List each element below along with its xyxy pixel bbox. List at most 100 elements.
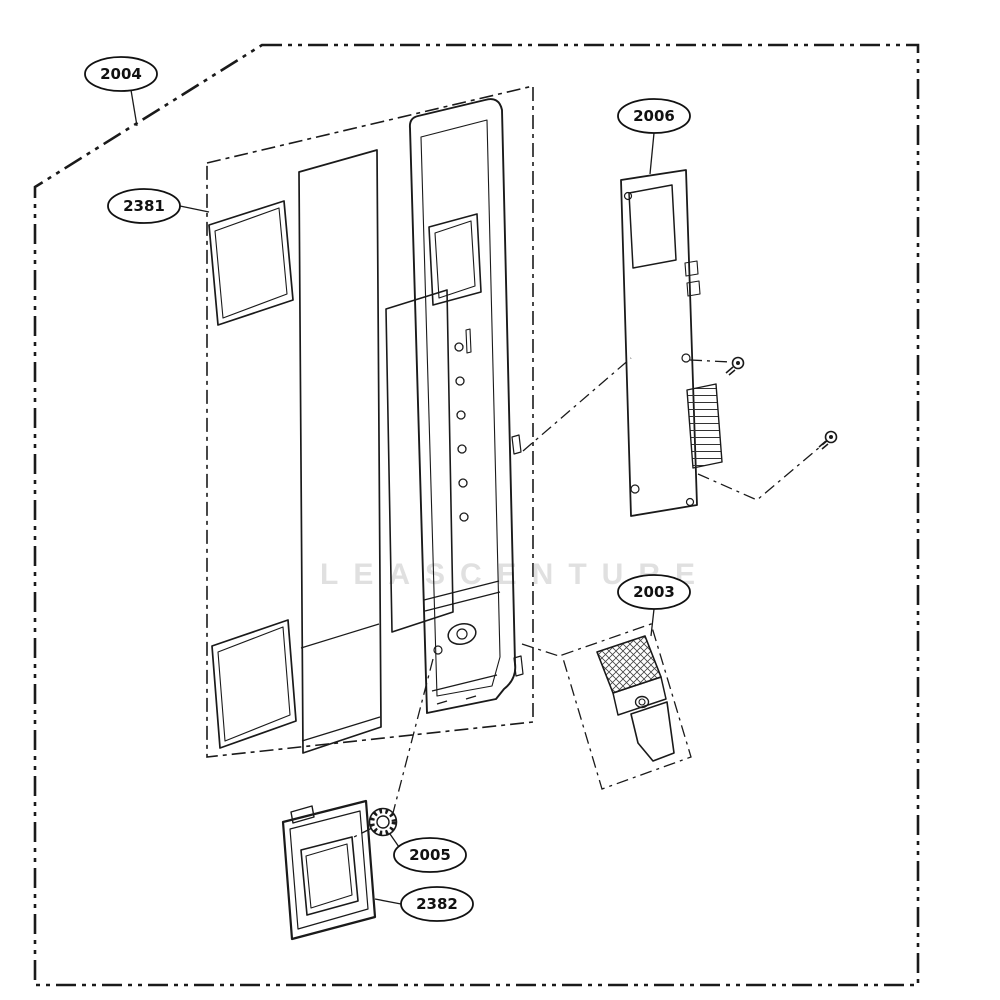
part-label-2382[interactable]: 2382 — [400, 886, 474, 922]
knob-outer-ring — [368, 807, 398, 837]
frame-compartment-divider — [423, 580, 501, 612]
part-label-text: 2382 — [416, 895, 458, 913]
display-window-outer — [428, 213, 482, 306]
door-top-tab — [290, 805, 315, 824]
frame-bottom-tabs — [436, 695, 477, 705]
frame-slot — [465, 328, 472, 354]
knob-inner-circle — [376, 815, 390, 829]
part-label-2003[interactable]: 2003 — [617, 574, 691, 610]
frame-knob-hole — [447, 622, 477, 646]
latch-top-face — [596, 635, 662, 694]
pcb-outline — [620, 169, 698, 517]
part-label-2006[interactable]: 2006 — [617, 98, 691, 134]
pcb-assembly-2006 — [620, 169, 723, 517]
part-label-2005[interactable]: 2005 — [393, 837, 467, 873]
pcb-hole-bottom-left — [630, 484, 640, 494]
frame-inner-outline — [420, 119, 501, 697]
leader-2006 — [649, 132, 655, 175]
pcb-connector-1 — [684, 260, 699, 277]
part-label-text: 2005 — [409, 846, 451, 864]
connector-frame-to-knob — [392, 658, 434, 814]
control-panel-frame — [408, 98, 524, 714]
part-label-2381[interactable]: 2381 — [107, 188, 181, 224]
latch-assembly-2003 — [596, 635, 675, 762]
pcb-hole-top — [623, 191, 633, 201]
latch-side-face — [612, 676, 667, 716]
part-label-oval[interactable] — [84, 56, 158, 92]
latch-pin — [634, 695, 650, 709]
connector-lines — [351, 357, 828, 839]
frame-side-tab-lower — [513, 655, 524, 677]
panel-bottom-left — [211, 619, 297, 749]
frame-side-tab-upper — [511, 434, 522, 455]
part-label-oval[interactable] — [107, 188, 181, 224]
knob-ribbed-ring — [369, 808, 397, 836]
label-leader-lines — [130, 89, 655, 905]
button-dot — [455, 376, 465, 386]
glass-panel-inner — [214, 207, 288, 319]
part-label-text: 2004 — [100, 65, 142, 83]
screw-head-center — [736, 361, 740, 365]
mid-board-panel — [385, 289, 454, 633]
frame-small-hole — [433, 645, 443, 655]
membrane-panel — [298, 149, 382, 754]
leader-2004 — [130, 89, 138, 127]
leader-2005 — [389, 833, 400, 848]
leader-2381 — [179, 205, 210, 213]
door-outer-outline — [281, 799, 377, 941]
screw-thread — [725, 366, 736, 376]
leader-2382 — [374, 898, 402, 905]
door-inner-outline — [289, 810, 369, 930]
panel-bottom-left-outer — [211, 619, 297, 749]
frame-bottom-line — [431, 674, 498, 692]
pcb-connector-2 — [686, 280, 701, 297]
display-window-inner — [434, 220, 476, 299]
frame-outer-outline — [408, 98, 517, 714]
outer-boundary — [33, 43, 920, 987]
connector-pcb-to-screw1 — [689, 359, 732, 363]
pcb-hole-bottom-right — [685, 497, 695, 507]
button-dot — [457, 444, 467, 454]
part-label-oval[interactable] — [617, 574, 691, 610]
part-label-oval[interactable] — [400, 886, 474, 922]
part-label-text: 2003 — [633, 583, 675, 601]
latch-lower-plate — [630, 701, 675, 762]
button-dot — [459, 512, 469, 522]
pcb-hole-mid — [681, 353, 691, 363]
latch-pin-center — [638, 698, 646, 706]
screw-head-center — [829, 435, 833, 439]
glass-panel-outer — [208, 200, 294, 326]
panel-bottom-left-inner — [217, 626, 291, 742]
connector-frame-to-latch — [521, 643, 563, 658]
membrane-panel-outline — [298, 149, 382, 754]
pcb-display-cutout — [628, 184, 677, 269]
glass-panel-2381 — [208, 200, 294, 326]
screw-head-icon — [824, 430, 838, 444]
screw-2 — [818, 430, 838, 450]
inner-boundary — [206, 84, 534, 758]
latch-dash-box — [561, 623, 692, 790]
button-dots — [454, 342, 469, 522]
part-label-2004[interactable]: 2004 — [84, 56, 158, 92]
part-label-text: 2381 — [123, 197, 165, 215]
door-window-outer — [300, 836, 359, 916]
connector-frame-to-pcb — [522, 357, 632, 452]
button-dot — [458, 478, 468, 488]
part-label-oval[interactable] — [393, 837, 467, 873]
membrane-panel-bottom-line — [301, 716, 381, 742]
pcb-terminal-block — [686, 383, 723, 469]
button-dot — [456, 410, 466, 420]
membrane-panel-seam — [300, 623, 380, 649]
screw-1 — [725, 356, 745, 376]
part-label-oval[interactable] — [617, 98, 691, 134]
knob-2005 — [368, 807, 398, 837]
part-label-text: 2006 — [633, 107, 675, 125]
connector-pcb-to-screw2 — [697, 440, 828, 501]
door-frame-2382 — [281, 799, 377, 941]
door-window-inner — [305, 843, 353, 909]
frame-knob-hole-center — [456, 628, 468, 640]
leader-2003 — [650, 608, 655, 637]
screw-head-icon — [731, 356, 745, 370]
